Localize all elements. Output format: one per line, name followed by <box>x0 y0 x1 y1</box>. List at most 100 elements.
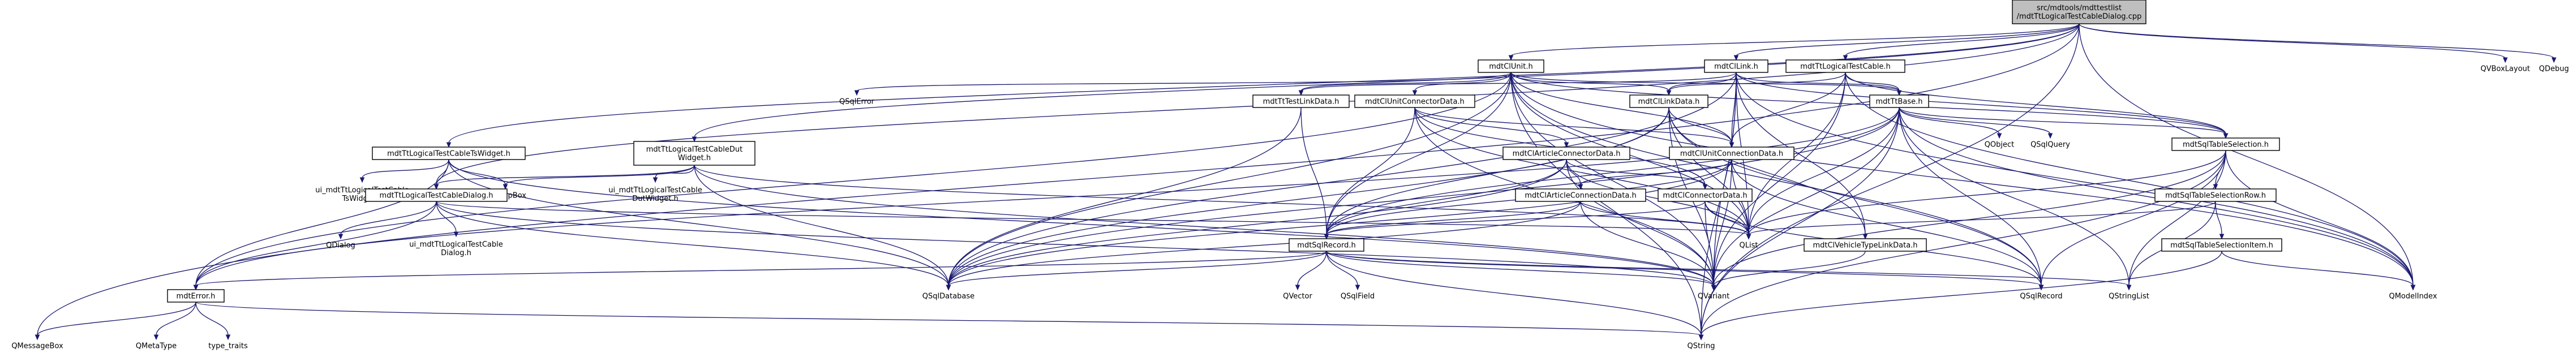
edge-mdt-tt-logical-test-cable-dialog-to-mdt-error <box>193 201 437 291</box>
node-label: src/mdtools/mdttestlist <box>2037 4 2122 12</box>
edge-mdt-sql-record-to-qsql-record <box>1326 251 2044 291</box>
edge-root-to-qmessage-box <box>35 23 2080 341</box>
edge-mdt-tt-logical-test-cable-to-mdt-cl-link-data <box>1666 72 1846 96</box>
node-mdt-tt-logical-test-cable-dialog[interactable]: mdtTtLogicalTestCableDialog.h <box>365 188 508 202</box>
edge-mdt-sql-table-selection-row-to-qlist <box>1746 201 2216 240</box>
edge-mdt-sql-record-to-qvariant <box>1326 251 1716 291</box>
edge-mdt-error-to-qstring <box>195 302 1704 341</box>
node-root[interactable]: src/mdtools/mdttestlist/mdtTtLogicalTest… <box>2012 0 2146 24</box>
node-box <box>1869 94 1929 108</box>
node-mdt-error[interactable]: mdtError.h <box>167 289 225 303</box>
node-mdt-tt-base[interactable]: mdtTtBase.h <box>1869 94 1929 108</box>
node-label: mdtClLinkData.h <box>1638 98 1700 106</box>
node-label: QObject <box>1985 141 2015 149</box>
node-qstring-list: QStringList <box>2109 292 2149 301</box>
node-label: ui_mdtTtLogicalTestCable <box>608 186 702 195</box>
node-qmessage-box: QMessageBox <box>11 342 63 351</box>
edge-root-to-mdt-tt-logical-test-cable-dut-widget <box>692 23 2080 143</box>
edge-layer <box>35 23 2557 341</box>
edge-root-to-mdt-tt-logical-test-cable <box>1843 23 2080 61</box>
node-mdt-sql-table-selection[interactable]: mdtSqlTableSelection.h <box>2171 137 2280 151</box>
node-label: mdtSqlRecord.h <box>1297 242 1355 250</box>
node-mdt-cl-link[interactable]: mdtClLink.h <box>1704 59 1768 73</box>
node-box <box>1515 188 1646 202</box>
node-mdt-cl-unit-connection-data[interactable]: mdtClUnitConnectionData.h <box>1669 147 1794 160</box>
node-qlist: QList <box>1740 242 1758 250</box>
node-label: Widget.h <box>678 154 711 162</box>
edge-mdt-cl-link-data-to-mdt-cl-unit-connection-data <box>1668 107 1734 148</box>
node-layer: src/mdtools/mdttestlist/mdtTtLogicalTest… <box>11 0 2569 351</box>
node-label: QString <box>1687 342 1715 351</box>
node-label: type_traits <box>208 342 248 351</box>
edge-mdt-sql-table-selection-row-to-mdt-sql-table-selection-item <box>2215 201 2225 240</box>
node-label: mdtTtTestLinkData.h <box>1263 98 1339 106</box>
node-qdebug: QDebug <box>2539 65 2569 74</box>
edge-mdt-tt-base-to-qsql-database <box>946 107 1900 291</box>
edge-mdt-tt-logical-test-cable-dut-widget-to-ui-dut-widget <box>652 165 695 183</box>
node-box <box>372 147 526 160</box>
edge-mdt-cl-unit-connector-data-to-mdt-cl-unit-connection-data <box>1414 107 1734 148</box>
node-label: QStringList <box>2109 292 2149 301</box>
node-box <box>1704 59 1768 73</box>
edge-mdt-tt-logical-test-cable-dut-widget-to-qsql-database <box>694 165 951 291</box>
node-qdialog: QDialog <box>326 242 355 250</box>
node-label: QList <box>1740 242 1758 250</box>
node-box <box>167 289 225 303</box>
edge-root-to-mdt-cl-unit <box>1508 23 2080 61</box>
edge-root-to-qdebug <box>2079 23 2557 63</box>
node-mdt-tt-logical-test-cable[interactable]: mdtTtLogicalTestCable.h <box>1785 59 1905 73</box>
node-box <box>1502 147 1630 160</box>
node-label: QVariant <box>1698 292 1729 301</box>
node-box <box>2161 238 2282 252</box>
node-mdt-cl-article-connection-data[interactable]: mdtClArticleConnectionData.h <box>1515 188 1646 202</box>
node-mdt-cl-unit-connector-data[interactable]: mdtClUnitConnectorData.h <box>1354 94 1475 108</box>
node-label: ui_mdtTtLogicalTestCable <box>409 240 503 249</box>
node-box <box>1252 94 1350 108</box>
node-qsql-database: QSqlDatabase <box>922 292 974 301</box>
node-label: mdtClConnectorData.h <box>1663 192 1747 200</box>
node-mdt-cl-connector-data[interactable]: mdtClConnectorData.h <box>1658 188 1753 202</box>
node-mdt-cl-article-connector-data[interactable]: mdtClArticleConnectorData.h <box>1502 147 1630 160</box>
edge-mdt-sql-record-to-qvector <box>1295 251 1327 291</box>
node-mdt-sql-record[interactable]: mdtSqlRecord.h <box>1289 238 1364 252</box>
edge-mdt-cl-unit-connector-data-to-mdt-cl-article-connector-data <box>1414 107 1569 148</box>
node-label: mdtClUnit.h <box>1489 63 1533 71</box>
node-label: QModelIndex <box>2389 292 2437 301</box>
node-box <box>1478 59 1544 73</box>
edge-mdt-error-to-qmeta-type <box>153 302 196 341</box>
node-qmeta-type: QMetaType <box>136 342 177 351</box>
edge-mdt-tt-test-link-data-to-qsql-database <box>946 107 1302 291</box>
node-label: mdtTtBase.h <box>1875 98 1922 106</box>
edge-mdt-tt-base-to-mdt-sql-table-selection <box>1899 107 2229 139</box>
node-label: QSqlError <box>839 98 875 106</box>
node-qsql-error: QSqlError <box>839 98 875 106</box>
edge-mdt-error-to-type-traits <box>195 302 231 341</box>
edge-root-to-qvbox-layout <box>2079 23 2508 63</box>
edge-mdt-sql-record-to-mdt-error <box>193 251 1327 291</box>
node-label: QMessageBox <box>11 342 63 351</box>
node-label: mdtClUnitConnectorData.h <box>1365 98 1465 106</box>
node-mdt-sql-table-selection-item[interactable]: mdtSqlTableSelectionItem.h <box>2161 238 2282 252</box>
edge-mdt-cl-unit-to-qsql-error <box>854 72 1512 96</box>
node-box <box>1658 188 1753 202</box>
node-mdt-cl-vehicle-type-link-data[interactable]: mdtClVehicleTypeLinkData.h <box>1804 238 1927 252</box>
node-qstring: QString <box>1687 342 1715 351</box>
edge-mdt-tt-base-to-qsql-record <box>1899 107 2044 291</box>
node-qsql-query: QSqlQuery <box>2030 141 2070 149</box>
node-mdt-sql-table-selection-row[interactable]: mdtSqlTableSelectionRow.h <box>2154 188 2277 202</box>
node-box <box>1785 59 1905 73</box>
edge-mdt-tt-logical-test-cable-dialog-to-qsql-database <box>436 201 951 291</box>
edge-mdt-tt-base-to-qsql-query <box>1899 107 2053 139</box>
node-mdt-tt-logical-test-cable-ts-widget[interactable]: mdtTtLogicalTestCableTsWidget.h <box>372 147 526 160</box>
node-label: mdtTtLogicalTestCableDut <box>646 145 742 154</box>
node-label: mdtClArticleConnectionData.h <box>1525 192 1636 200</box>
edge-mdt-tt-logical-test-cable-dialog-to-qdialog <box>338 201 437 240</box>
edge-root-to-mdt-tt-logical-test-cable-ts-widget <box>446 23 2080 148</box>
node-label: DutWidget.h <box>632 195 679 203</box>
edge-mdt-tt-logical-test-cable-to-mdt-tt-base <box>1845 72 1902 96</box>
node-mdt-tt-test-link-data[interactable]: mdtTtTestLinkData.h <box>1252 94 1350 108</box>
node-box <box>2012 0 2146 24</box>
node-mdt-cl-unit[interactable]: mdtClUnit.h <box>1478 59 1544 73</box>
node-mdt-cl-link-data[interactable]: mdtClLinkData.h <box>1629 94 1708 108</box>
